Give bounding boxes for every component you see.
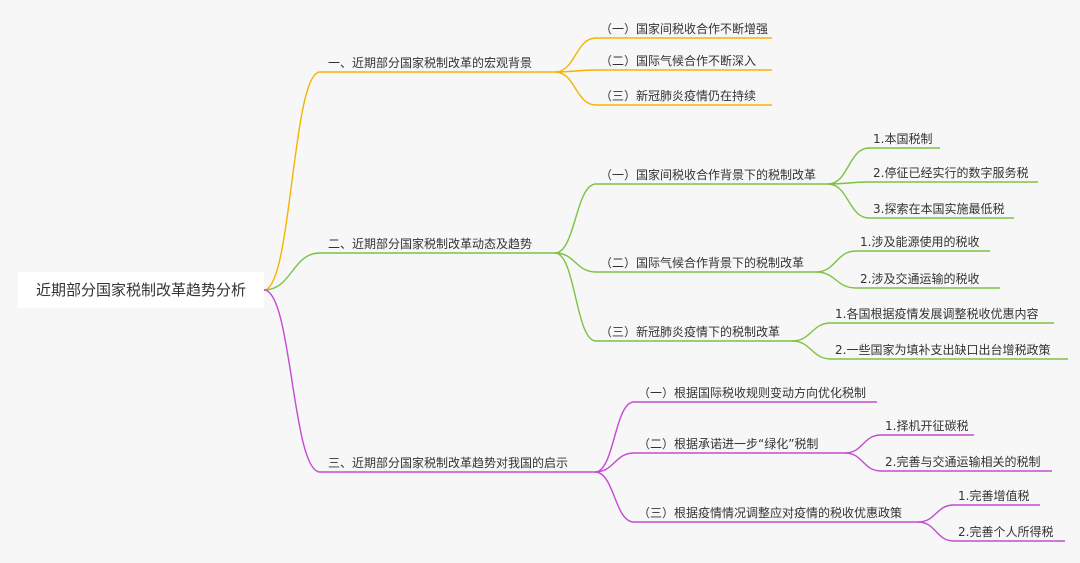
subtopic-connector — [554, 252, 597, 273]
subtopic[interactable]: （二）国际气候合作背景下的税制改革 — [600, 256, 805, 270]
leaf-connector — [815, 250, 857, 273]
leaf-topic[interactable]: 2.停征已经实行的数字服务税 — [873, 166, 1029, 180]
branch-connector — [263, 289, 321, 473]
leaf-connector — [827, 147, 870, 185]
subtopic-connector — [554, 183, 597, 254]
subtopic-connector — [554, 252, 597, 342]
subtopic[interactable]: （三）新冠肺炎疫情下的税制改革 — [600, 325, 781, 339]
subtopic-connector — [554, 71, 597, 106]
leaf-topic[interactable]: 2.一些国家为填补支出缺口出台增税政策 — [835, 343, 1051, 357]
leaf-connector — [844, 434, 882, 454]
subtopic-connector — [594, 452, 635, 473]
subtopic[interactable]: （二）国际气候合作不断深入 — [600, 54, 757, 68]
leaf-connector — [917, 504, 955, 523]
leaf-topic[interactable]: 1.各国根据疫情发展调整税收优惠内容 — [835, 307, 1039, 321]
leaf-connector — [791, 340, 832, 360]
leaf-topic[interactable]: 1.涉及能源使用的税收 — [860, 235, 980, 249]
branch-topic[interactable]: 一、近期部分国家税制改革的宏观背景 — [328, 56, 533, 70]
branch-connector — [263, 252, 321, 291]
leaf-connector — [917, 521, 955, 542]
subtopic[interactable]: （三）新冠肺炎疫情仍在持续 — [600, 89, 757, 103]
branch-topic[interactable]: 三、近期部分国家税制改革趋势对我国的启示 — [328, 456, 569, 470]
leaf-connector — [844, 452, 882, 472]
subtopic[interactable]: （三）根据疫情情况调整应对疫情的税收优惠政策 — [638, 506, 903, 520]
leaf-topic[interactable]: 1.完善增值税 — [958, 489, 1030, 503]
subtopic-connector — [594, 401, 635, 473]
leaf-topic[interactable]: 2.完善与交通运输相关的税制 — [885, 455, 1041, 469]
leaf-topic[interactable]: 1.本国税制 — [873, 132, 933, 146]
subtopic-connector — [594, 471, 635, 523]
subtopic[interactable]: （一）国家间税收合作背景下的税制改革 — [600, 168, 817, 182]
branch-topic[interactable]: 二、近期部分国家税制改革动态及趋势 — [328, 237, 533, 251]
root-topic[interactable]: 近期部分国家税制改革趋势分析 — [18, 272, 264, 308]
leaf-topic[interactable]: 3.探索在本国实施最低税 — [873, 202, 1005, 216]
branch-connector — [263, 71, 321, 291]
subtopic-connector — [554, 37, 597, 73]
leaf-connector — [791, 322, 832, 342]
leaf-connector — [815, 271, 857, 289]
leaf-topic[interactable]: 1.择机开征碳税 — [885, 419, 969, 433]
leaf-topic[interactable]: 2.完善个人所得税 — [958, 525, 1054, 539]
subtopic[interactable]: （一）根据国际税收规则变动方向优化税制 — [638, 386, 867, 400]
subtopic[interactable]: （一）国家间税收合作不断增强 — [600, 22, 769, 36]
subtopic[interactable]: （二）根据承诺进一步“绿化”税制 — [638, 437, 819, 451]
leaf-topic[interactable]: 2.涉及交通运输的税收 — [860, 272, 980, 286]
leaf-connector — [827, 183, 870, 219]
